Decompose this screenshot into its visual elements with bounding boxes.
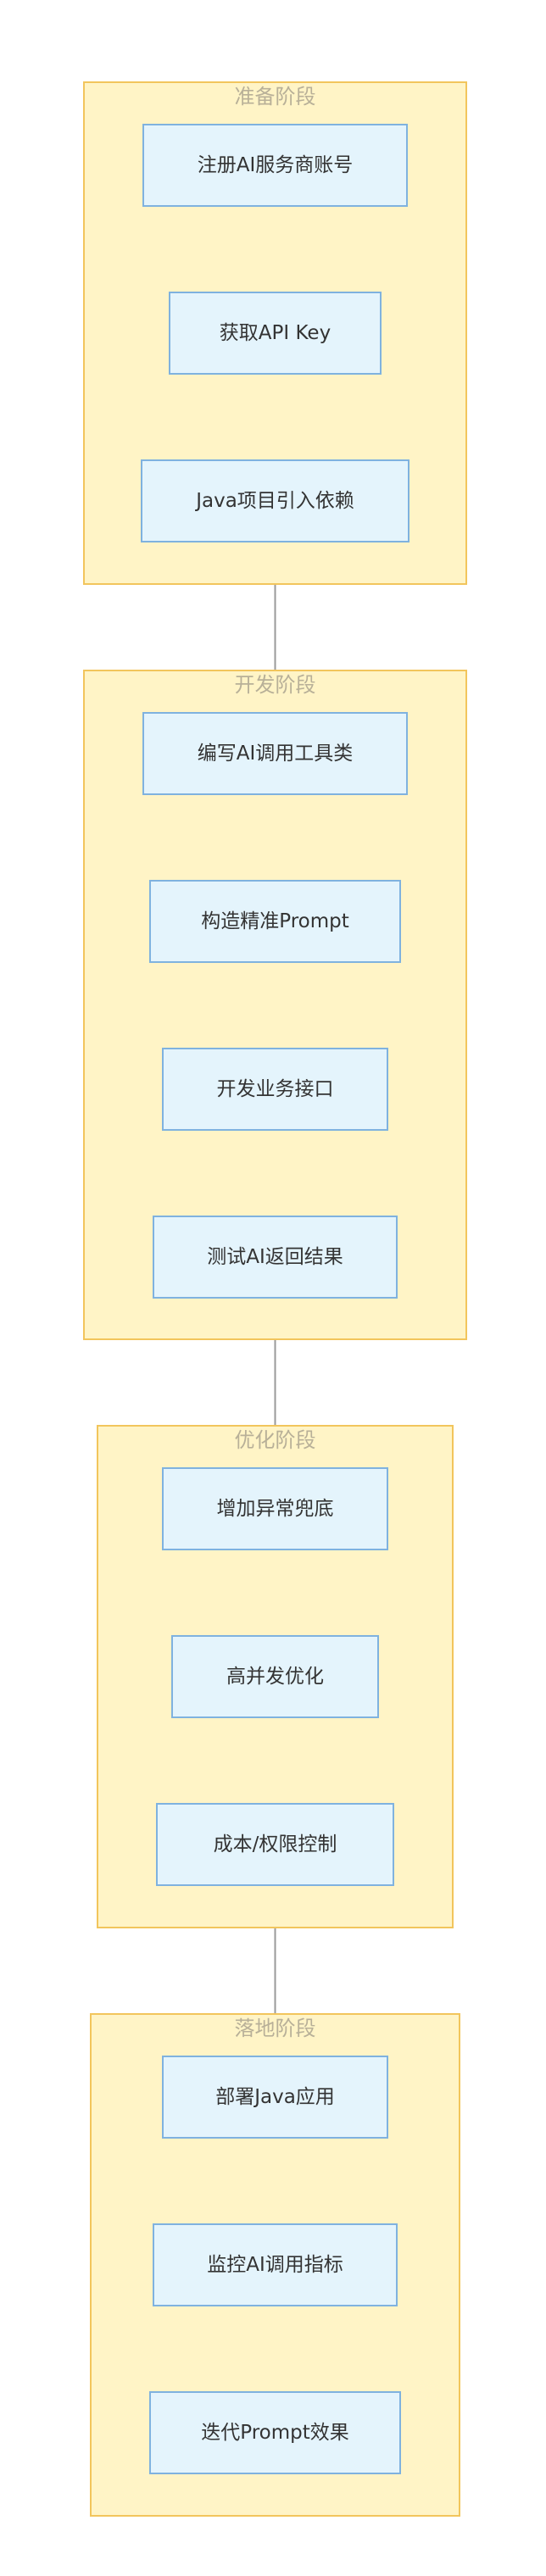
group-title-prep: 准备阶段 [234,85,316,108]
node-monitor-ai-metrics: 监控AI调用指标 [153,2223,398,2306]
node-deploy-java-app: 部署Java应用 [162,2056,388,2139]
node-test-ai-result: 测试AI返回结果 [153,1216,398,1299]
group-title-dev: 开发阶段 [234,673,316,697]
node-develop-business-api: 开发业务接口 [162,1048,388,1131]
node-add-java-dependency: Java项目引入依赖 [141,459,410,542]
node-get-api-key: 获取API Key [169,292,382,375]
node-cost-permission-control: 成本/权限控制 [156,1803,394,1886]
group-title-deploy: 落地阶段 [234,2017,316,2040]
node-iterate-prompt: 迭代Prompt效果 [149,2391,401,2474]
node-high-concurrency-optimize: 高并发优化 [171,1635,379,1718]
node-build-precise-prompt: 构造精准Prompt [149,880,401,963]
group-title-opt: 优化阶段 [234,1428,316,1452]
node-write-ai-util-class: 编写AI调用工具类 [142,712,408,795]
node-add-exception-fallback: 增加异常兜底 [162,1467,388,1550]
node-register-ai-account: 注册AI服务商账号 [142,124,408,207]
